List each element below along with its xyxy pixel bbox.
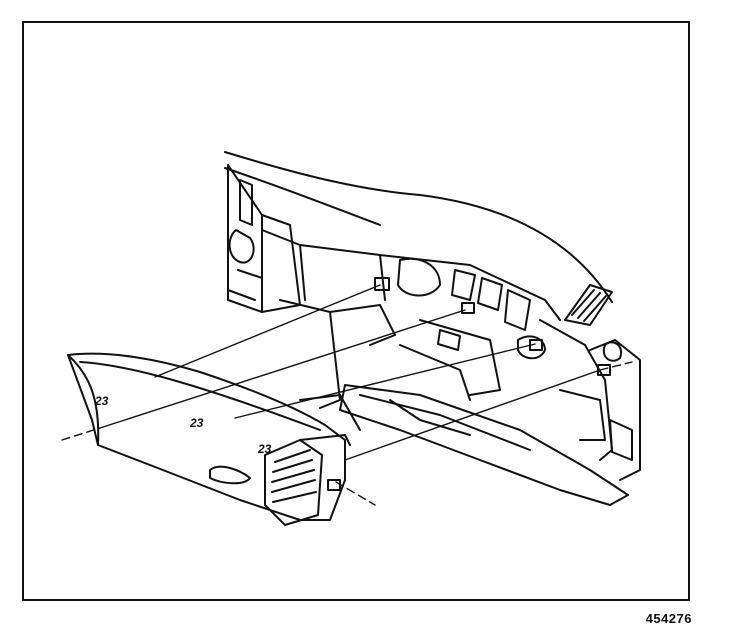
- right-defroster-vent: [564, 284, 613, 326]
- callout-label: 23: [189, 416, 204, 430]
- callout-label: 23: [257, 442, 272, 456]
- figure-border: [22, 21, 690, 601]
- alignment-lines: [61, 284, 633, 506]
- right-side-bracket: [589, 339, 641, 481]
- retainer-clips: [327, 277, 611, 491]
- callout-label: 23: [94, 394, 109, 408]
- windshield-edge: [224, 151, 613, 303]
- trim-pad-air-outlet: [264, 434, 351, 526]
- instrument-panel-trim-pad: [67, 352, 346, 521]
- figure-reference-number: 454276: [645, 611, 692, 626]
- lower-panel-trim: [339, 384, 629, 506]
- left-support-bracket: [227, 164, 301, 313]
- windshield-inner-edge: [224, 167, 381, 226]
